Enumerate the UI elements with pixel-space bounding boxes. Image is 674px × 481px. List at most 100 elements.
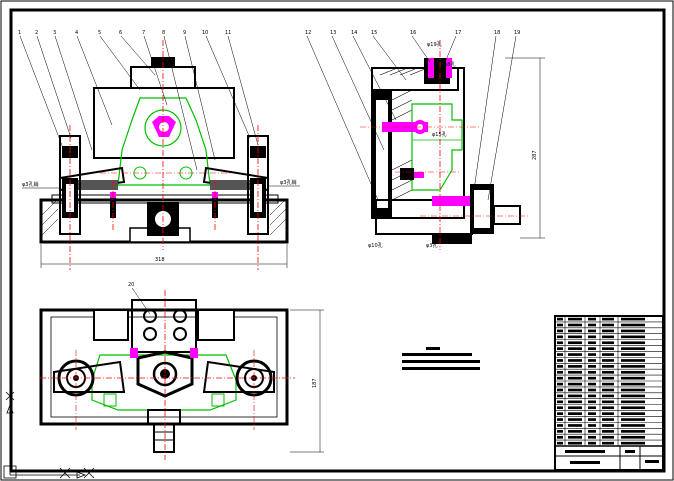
- bom-cell: [602, 323, 614, 327]
- bom-cell: [621, 370, 645, 374]
- side-label-top-a: φ19孔: [427, 41, 442, 48]
- bom-cell: [588, 382, 596, 386]
- part-10: 10: [202, 30, 208, 36]
- bom-cell: [602, 329, 614, 333]
- bom-cell: [588, 435, 596, 439]
- bom-cell: [621, 412, 645, 415]
- bom-cell: [602, 347, 614, 350]
- part-6: 6: [119, 30, 122, 36]
- inner-frame: [9, 8, 666, 473]
- bom-cell: [588, 359, 596, 362]
- part-18: 18: [494, 30, 500, 36]
- bom-cell: [568, 382, 582, 386]
- bom-cell: [568, 418, 582, 421]
- bom-cell: [621, 376, 645, 380]
- bom-cell: [602, 382, 614, 386]
- bom-cell: [621, 335, 645, 339]
- plan-view: 20 187: [39, 282, 324, 460]
- bom-cell: [557, 435, 563, 439]
- bom-cell: [557, 394, 563, 398]
- bom-cell: [557, 424, 563, 427]
- bom-cell: [588, 347, 596, 350]
- bom-cell: [557, 430, 563, 433]
- ucs-icon: [3, 391, 95, 479]
- bom-cell: [621, 418, 645, 421]
- bom-cell: [588, 418, 596, 421]
- bom-cell: [602, 359, 614, 362]
- part-13: 13: [330, 30, 336, 36]
- bom-cell: [621, 353, 645, 356]
- bom-cell: [568, 424, 582, 427]
- bom-cell: [588, 341, 596, 345]
- part-5: 5: [98, 30, 101, 36]
- part-20: 20: [128, 282, 134, 288]
- bom-cell: [557, 341, 563, 345]
- bom-cell: [602, 335, 614, 339]
- bom-cell: [621, 394, 645, 398]
- bom-cell: [568, 317, 582, 321]
- part-15: 15: [371, 30, 377, 36]
- bom-cell: [568, 323, 582, 327]
- bom-cell: [588, 335, 596, 339]
- bom-cell: [568, 441, 582, 445]
- bom-cell: [568, 376, 582, 380]
- bom-cell: [602, 370, 614, 374]
- bom-cell: [588, 412, 596, 415]
- side-label-bottom-a: φ10孔: [368, 242, 383, 249]
- bom-cell: [557, 317, 563, 321]
- plan-height-dim: 187: [312, 378, 318, 388]
- bom-cell: [557, 359, 563, 362]
- side-view: 12 13 14 15 16 17 18 19 φ19孔 φ8孔 φ15孔 φ1…: [305, 30, 545, 250]
- bom-cell: [557, 418, 563, 421]
- bom-cell: [602, 388, 614, 392]
- bom-cell: [621, 400, 645, 404]
- part-12: 12: [305, 30, 311, 36]
- tech-requirements: [402, 347, 480, 370]
- bom-cell: [568, 430, 582, 433]
- bom-cell: [557, 329, 563, 333]
- bom-cell: [621, 329, 645, 333]
- bom-cell: [568, 359, 582, 362]
- bom-cell: [557, 365, 563, 368]
- side-label-mid: φ15孔: [432, 131, 447, 138]
- bom-cell: [602, 418, 614, 421]
- bom-cell: [557, 406, 563, 410]
- bom-cell: [588, 329, 596, 333]
- part-14: 14: [351, 30, 357, 36]
- part-11: 11: [225, 30, 231, 36]
- bom-cell: [588, 388, 596, 392]
- bom-cell: [621, 365, 645, 368]
- bom-cell: [588, 406, 596, 410]
- bom-cell: [621, 430, 645, 433]
- bom-cell: [621, 359, 645, 362]
- side-label-top-b: φ8孔: [444, 61, 455, 68]
- bom-cell: [568, 335, 582, 339]
- bom-cell: [568, 347, 582, 350]
- bom-cell: [621, 382, 645, 386]
- bom-cell: [588, 394, 596, 398]
- bom-cell: [602, 441, 614, 445]
- part-7: 7: [142, 30, 145, 36]
- bom-cell: [621, 323, 645, 327]
- bom-cell: [568, 388, 582, 392]
- part-16: 16: [410, 30, 416, 36]
- bom-cell: [621, 341, 645, 345]
- bom-cell: [588, 365, 596, 368]
- bom-cell: [568, 394, 582, 398]
- bom-cell: [621, 388, 645, 392]
- bom-cell: [621, 347, 645, 350]
- part-2: 2: [35, 30, 38, 36]
- bom-cell: [602, 317, 614, 321]
- bom-cell: [621, 441, 645, 445]
- bom-cell: [557, 441, 563, 445]
- bom-cell: [568, 435, 582, 439]
- part-17: 17: [455, 30, 461, 36]
- bom-cell: [557, 412, 563, 415]
- bom-cell: [557, 335, 563, 339]
- part-3: 3: [53, 30, 56, 36]
- bom-rows: [555, 316, 663, 446]
- side-height-dim: 287: [532, 150, 538, 160]
- bom-cell: [568, 341, 582, 345]
- bom-cell: [621, 317, 645, 321]
